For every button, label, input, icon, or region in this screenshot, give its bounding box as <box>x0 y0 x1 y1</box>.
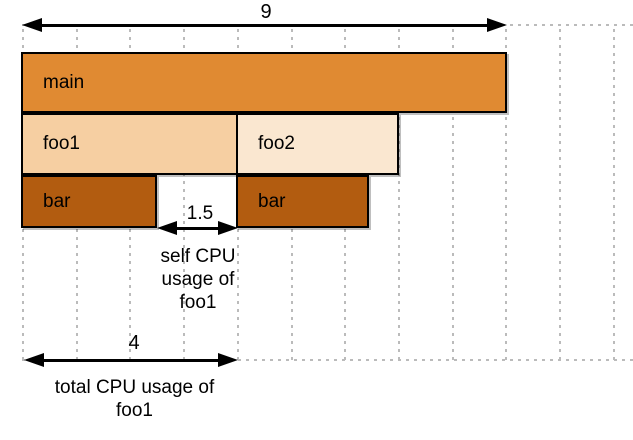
arrow-shaft <box>38 358 224 362</box>
total-usage-value: 4 <box>128 332 140 354</box>
frame-label: foo1 <box>43 133 80 154</box>
arrow-head-right <box>218 221 238 235</box>
frame-foo1: foo1 <box>21 113 238 175</box>
arrow-shaft <box>171 226 224 230</box>
grid-line <box>505 29 507 360</box>
caption-line: total CPU usage of <box>54 377 215 398</box>
frame-foo2: foo2 <box>236 113 399 175</box>
frame-label: main <box>43 71 85 93</box>
caption-line: foo1 <box>179 292 217 313</box>
arrow-head-right <box>487 18 507 32</box>
grid-line <box>183 29 185 360</box>
caption-line: foo1 <box>116 400 153 421</box>
total-width-arrow <box>22 18 507 32</box>
arrow-shaft <box>36 23 493 27</box>
frame-bar-right: bar <box>236 175 369 228</box>
frame-main: main <box>21 52 507 113</box>
frame-label: bar <box>43 190 71 212</box>
grid-line <box>452 29 454 360</box>
frame-bar-left: bar <box>21 175 157 228</box>
arrow-head-left <box>157 221 177 235</box>
self-usage-value: 1.5 <box>186 203 214 224</box>
self-usage-arrow <box>157 221 238 235</box>
dotted-line-bottom <box>22 359 633 361</box>
grid-line <box>559 29 561 360</box>
caption-line: usage of <box>161 269 235 290</box>
total-usage-arrow <box>24 353 238 367</box>
arrow-head-left <box>24 353 44 367</box>
frame-label: bar <box>258 190 286 212</box>
total-width-value: 9 <box>260 1 272 23</box>
frame-label: foo2 <box>258 133 295 154</box>
grid-line <box>613 29 615 360</box>
grid-line <box>398 29 400 360</box>
self-usage-caption: self CPU usage of foo1 <box>135 245 261 314</box>
arrow-head-right <box>218 353 238 367</box>
caption-line: self CPU <box>160 246 236 267</box>
arrow-head-left <box>22 18 42 32</box>
total-usage-caption: total CPU usage of foo1 <box>24 376 245 422</box>
